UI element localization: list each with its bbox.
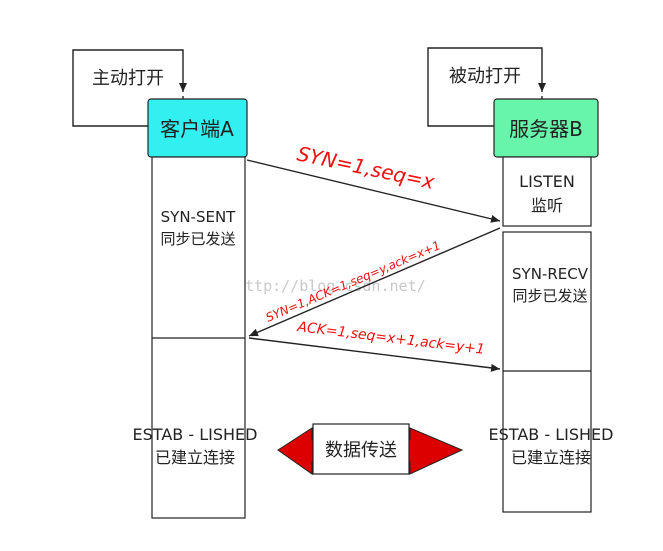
- client-title: 客户端A: [160, 117, 234, 141]
- client-state-syn-sent-cn: 同步已发送: [160, 230, 235, 248]
- client-state-established-cn: 已建立连接: [155, 448, 235, 467]
- client-state-established: ESTAB - LISHED: [133, 425, 258, 444]
- data-transfer-label: 数据传送: [325, 440, 397, 461]
- watermark: http://blog.csdn.net/: [236, 277, 426, 295]
- server-state-established-cn: 已建立连接: [511, 448, 591, 467]
- server-state-syn-recv-cn: 同步已发送: [512, 287, 587, 305]
- server-state-listen-cn: 监听: [531, 196, 563, 215]
- syn-message: SYN=1,seq=x: [295, 141, 437, 194]
- server-trigger-label: 被动打开: [449, 66, 521, 87]
- data-transfer-box: [312, 423, 410, 475]
- client-trigger-label: 主动打开: [92, 68, 164, 89]
- client-state-syn-sent: SYN-SENT: [161, 208, 237, 226]
- syn-arrow: [246, 159, 501, 223]
- server-title: 服务器B: [509, 117, 583, 141]
- ack-arrow: [248, 337, 501, 372]
- ack-message: ACK=1,seq=x+1,ack=y+1: [296, 319, 486, 358]
- server-listen-box: [502, 156, 592, 227]
- server-state-syn-recv: SYN-RECV: [512, 265, 589, 283]
- server-state-listen: LISTEN: [519, 172, 575, 191]
- server-timeline: [502, 231, 592, 513]
- server-state-established: ESTAB - LISHED: [489, 425, 614, 444]
- syn-ack-arrow: [248, 227, 501, 337]
